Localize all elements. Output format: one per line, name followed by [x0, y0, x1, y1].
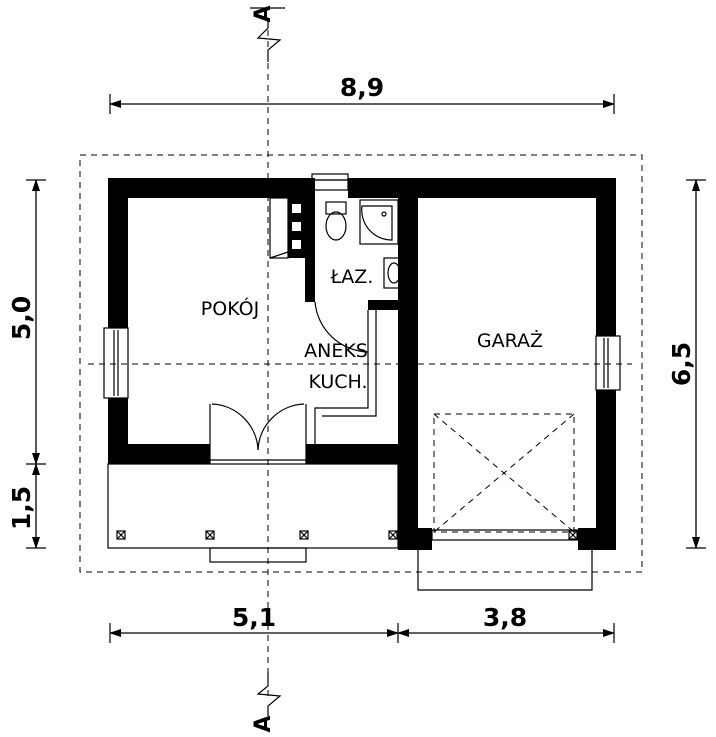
bathroom-door	[314, 301, 369, 353]
garage-door	[417, 413, 593, 591]
window-right	[595, 335, 621, 391]
section-mark-top: A	[250, 5, 285, 62]
window-bathroom	[311, 173, 349, 191]
svg-text:A: A	[251, 5, 276, 22]
entrance-door	[209, 403, 307, 464]
room-label-bathroom: ŁAZ.	[330, 266, 374, 288]
room-label-kitchenette-2: KUCH.	[308, 371, 367, 393]
room-label-living: POKÓJ	[201, 296, 259, 320]
svg-text:A: A	[251, 715, 276, 732]
shower-icon	[359, 199, 399, 245]
post-icon	[116, 530, 578, 540]
dimension-bottom-widths: 5,1 3,8	[109, 603, 615, 643]
terrace	[107, 463, 578, 563]
dimension-left-heights: 5,0 1,5	[7, 179, 46, 549]
section-mark-bottom: A	[251, 672, 282, 733]
walls	[108, 178, 616, 550]
svg-text:8,9: 8,9	[340, 73, 384, 102]
shelving	[269, 197, 305, 259]
room-label-kitchenette-1: ANEKS	[304, 340, 368, 362]
svg-text:6,5: 6,5	[667, 342, 696, 386]
dimension-right-height: 6,5	[667, 179, 706, 549]
window-left	[103, 327, 129, 399]
washbasin-icon	[383, 257, 405, 289]
dimension-total-width: 8,9	[109, 73, 615, 114]
room-label-garage: GARAŻ	[477, 329, 543, 352]
kitchen-partition	[314, 310, 377, 444]
svg-text:5,1: 5,1	[232, 603, 276, 632]
roof-outline	[79, 154, 643, 573]
svg-text:1,5: 1,5	[7, 486, 36, 530]
toilet-icon	[325, 201, 347, 241]
svg-text:5,0: 5,0	[7, 296, 36, 340]
svg-text:3,8: 3,8	[483, 603, 527, 632]
